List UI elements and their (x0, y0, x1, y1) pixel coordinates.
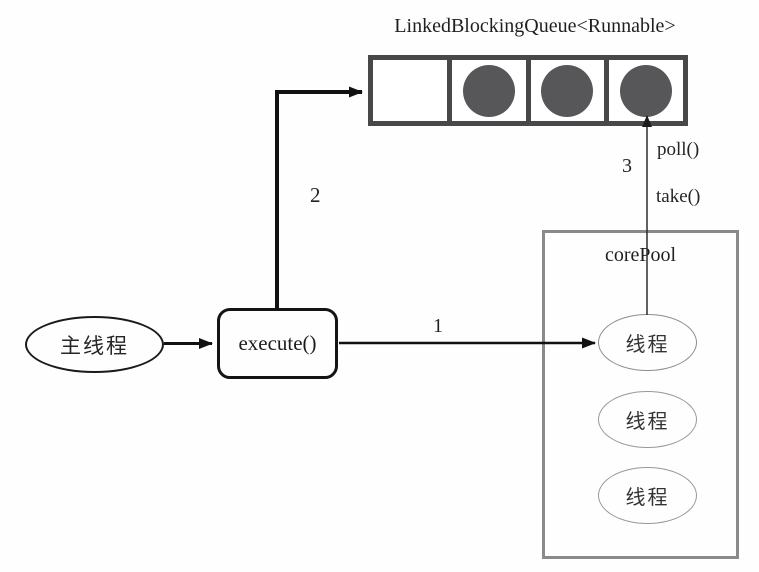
take-label: take() (656, 186, 701, 207)
task-dot (384, 65, 436, 117)
poll-label: poll() (657, 139, 700, 160)
main-thread-node: 主线程 (25, 316, 164, 373)
step-2-label: 2 (310, 183, 321, 207)
task-dot (541, 64, 594, 117)
main-thread-label: 主线程 (60, 333, 129, 358)
thread-label: 线程 (625, 411, 670, 433)
queue-cell-task (451, 60, 531, 121)
queue-cell-task (609, 60, 683, 121)
step-3-label: 3 (622, 155, 632, 177)
execute-node: execute() (217, 308, 338, 379)
linked-blocking-queue (368, 55, 688, 126)
thread-node-1: 线程 (598, 314, 697, 371)
core-pool-title: corePool (604, 244, 677, 266)
queue-cell-task (530, 60, 610, 121)
task-dot (620, 64, 673, 117)
thread-label: 线程 (625, 334, 670, 356)
thread-node-3: 线程 (598, 467, 697, 524)
task-dot (462, 64, 515, 117)
step-1-label: 1 (433, 315, 443, 337)
thread-node-2: 线程 (598, 391, 697, 448)
execute-label: execute() (238, 331, 317, 355)
thread-label: 线程 (625, 487, 670, 509)
queue-cell-empty (373, 60, 452, 121)
queue-title: LinkedBlockingQueue<Runnable> (394, 15, 676, 37)
